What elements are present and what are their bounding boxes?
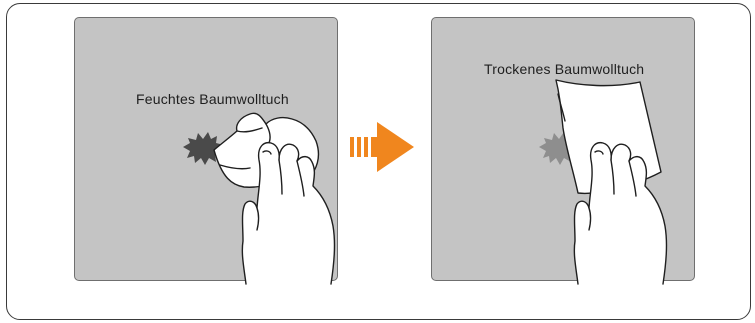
- arrow-right-icon: [350, 122, 414, 172]
- damp-cloth-label: Feuchtes Baumwolltuch: [136, 91, 289, 107]
- dry-cloth-label: Trockenes Baumwolltuch: [484, 61, 644, 77]
